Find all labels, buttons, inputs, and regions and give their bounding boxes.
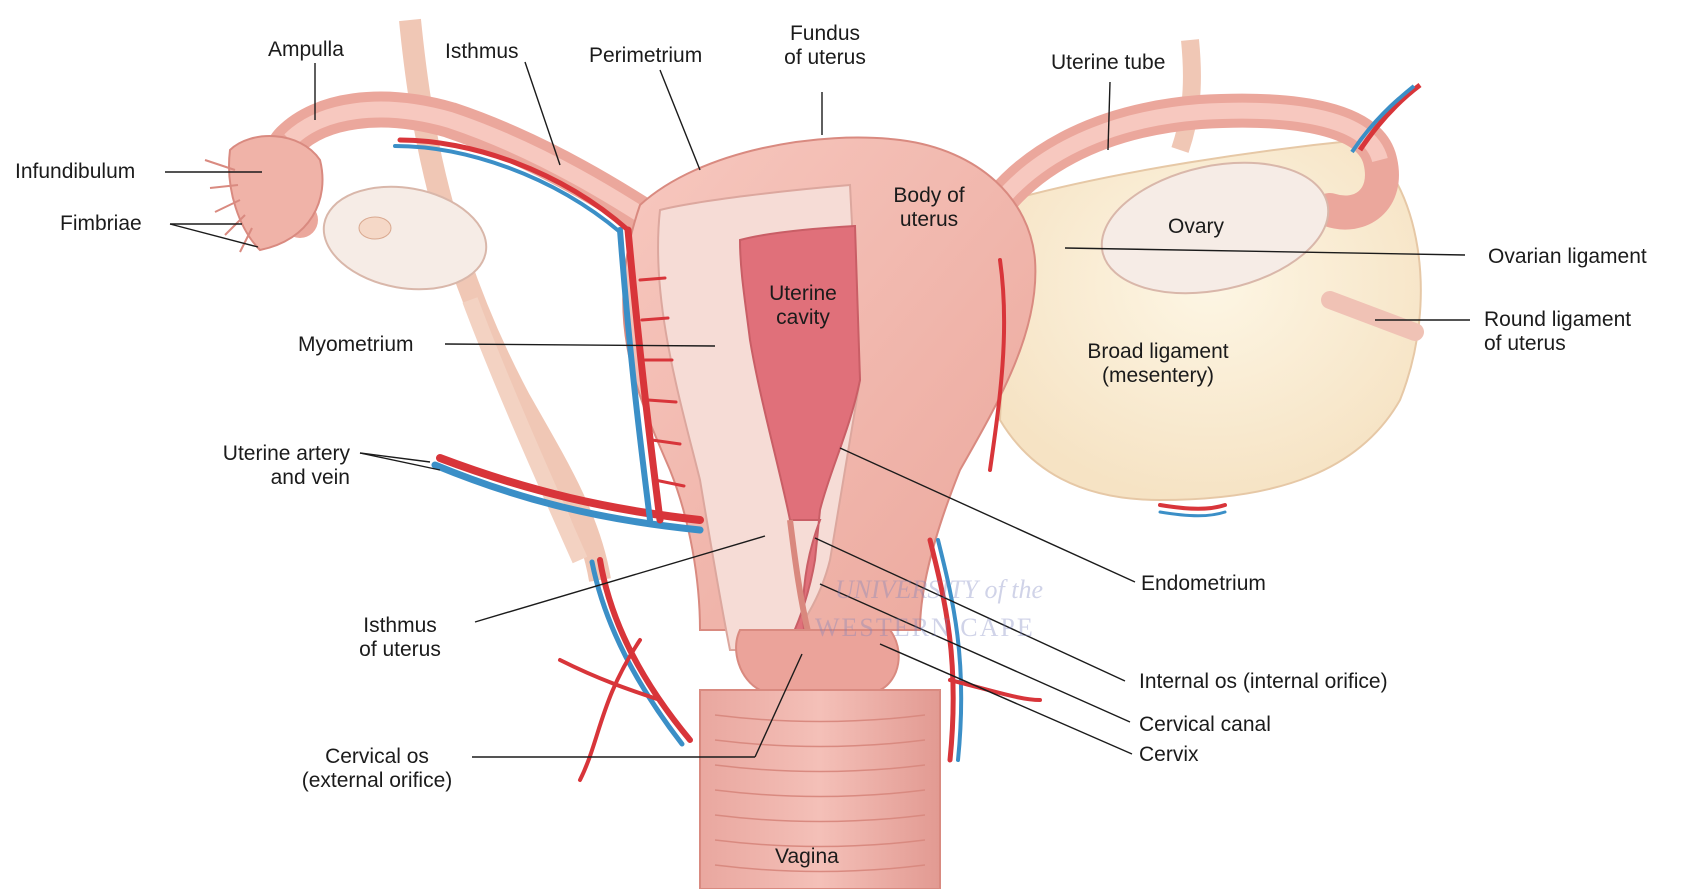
label-broad-ligament: Broad ligament (mesentery) xyxy=(1068,340,1248,388)
label-endometrium: Endometrium xyxy=(1141,572,1266,596)
label-internal-os: Internal os (internal orifice) xyxy=(1139,670,1388,694)
label-ovary: Ovary xyxy=(1168,215,1224,239)
label-cervical-os-line-1: Cervical os xyxy=(282,745,472,769)
label-uterine-cavity-line-1: Uterine xyxy=(748,282,858,306)
label-fundus-line-2: of uterus xyxy=(770,46,880,70)
background-vessel xyxy=(1180,40,1192,150)
label-fimbriae: Fimbriae xyxy=(60,212,142,236)
label-cervical-os-line-2: (external orifice) xyxy=(282,769,472,793)
label-round-ligament-line-2: of uterus xyxy=(1484,332,1631,356)
label-uterine-artery-line-1: Uterine artery xyxy=(190,442,350,466)
label-body-line-2: uterus xyxy=(874,208,984,232)
label-uterine-cavity-line-2: cavity xyxy=(748,306,858,330)
label-fundus-of-uterus: Fundus of uterus xyxy=(770,22,880,70)
background-vessel xyxy=(470,300,580,560)
label-body-line-1: Body of xyxy=(874,184,984,208)
label-isthmus-of-uterus: Isthmus of uterus xyxy=(340,614,460,662)
label-cervix: Cervix xyxy=(1139,743,1199,767)
label-isthmus-uterus-line-1: Isthmus xyxy=(340,614,460,638)
label-round-ligament: Round ligament of uterus xyxy=(1484,308,1631,356)
label-ampulla: Ampulla xyxy=(268,38,344,62)
label-isthmus: Isthmus xyxy=(445,40,519,64)
label-fundus-line-1: Fundus xyxy=(770,22,880,46)
label-cervical-canal: Cervical canal xyxy=(1139,713,1271,737)
label-round-ligament-line-1: Round ligament xyxy=(1484,308,1631,332)
label-myometrium: Myometrium xyxy=(298,333,414,357)
label-ovarian-ligament: Ovarian ligament xyxy=(1488,245,1647,269)
label-cervical-os: Cervical os (external orifice) xyxy=(282,745,472,793)
label-uterine-cavity: Uterine cavity xyxy=(748,282,858,330)
label-uterine-tube: Uterine tube xyxy=(1051,51,1165,75)
label-broad-ligament-line-1: Broad ligament xyxy=(1068,340,1248,364)
label-perimetrium: Perimetrium xyxy=(589,44,702,68)
label-uterine-artery-and-vein: Uterine artery and vein xyxy=(190,442,350,490)
label-broad-ligament-line-2: (mesentery) xyxy=(1068,364,1248,388)
watermark-line-2: WESTERN CAPE xyxy=(815,613,1035,643)
watermark-line-1: UNIVERSITY of the xyxy=(835,575,1043,605)
label-isthmus-uterus-line-2: of uterus xyxy=(340,638,460,662)
label-infundibulum: Infundibulum xyxy=(15,160,135,184)
label-uterine-artery-line-2: and vein xyxy=(190,466,350,490)
label-body-of-uterus: Body of uterus xyxy=(874,184,984,232)
label-vagina: Vagina xyxy=(775,845,839,869)
